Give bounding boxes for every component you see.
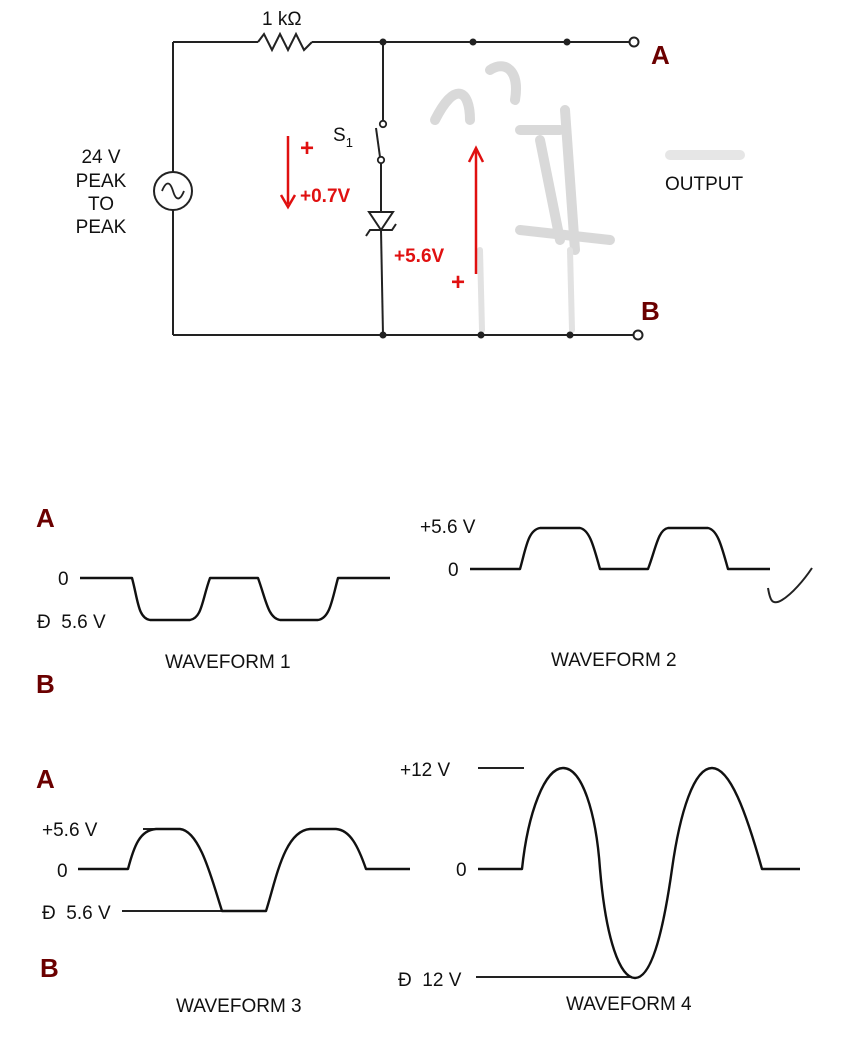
plus-left: + — [300, 135, 314, 162]
zener-diode-icon — [367, 211, 395, 232]
junction-dot — [469, 38, 477, 46]
junction-dot — [477, 331, 485, 339]
drop-zener-label: +5.6V — [394, 246, 445, 267]
output-label: OUTPUT — [665, 174, 744, 195]
level-negative: Đ 5.6 V — [37, 612, 106, 633]
switch-blade — [375, 127, 381, 158]
drop-small-label: +0.7V — [300, 186, 351, 207]
waveform-caption: WAVEFORM 1 — [165, 652, 291, 673]
level-negative: Đ 12 V — [398, 970, 462, 991]
waveform-2-trace — [470, 526, 770, 571]
waveform-1: A B 0 Đ 5.6 V WAVEFORM 1 — [36, 503, 390, 699]
junction-dot — [379, 331, 387, 339]
source-label-line: PEAK — [76, 171, 127, 192]
switch-contact-bottom — [376, 155, 386, 165]
junction-dot — [566, 331, 574, 339]
source-label: 24 V PEAK TO PEAK — [76, 147, 127, 238]
plus-right: + — [451, 269, 465, 296]
source-label-line: TO — [88, 194, 114, 215]
waveform-4-trace — [478, 766, 800, 980]
level-positive: +5.6 V — [42, 820, 98, 841]
waveform-caption: WAVEFORM 4 — [566, 994, 692, 1015]
letter-a: A — [36, 764, 55, 794]
terminal-b-label: B — [641, 296, 660, 326]
level-zero: 0 — [456, 860, 467, 881]
level-positive: +12 V — [400, 760, 451, 781]
level-zero: 0 — [57, 861, 68, 882]
terminal-a-label: A — [651, 40, 670, 70]
switch-contact-top — [378, 119, 388, 129]
level-negative: Đ 5.6 V — [42, 903, 111, 924]
resistor-label: 1 kΩ — [262, 9, 302, 30]
source-label-line: 24 V — [81, 147, 120, 168]
terminal-a-icon — [628, 36, 640, 48]
letter-b: B — [36, 669, 55, 699]
level-positive: +5.6 V — [420, 517, 476, 538]
level-zero: 0 — [448, 560, 459, 581]
switch-label: S1 — [333, 125, 353, 150]
terminal-b-icon — [632, 329, 644, 341]
red-annotations: + +0.7V +5.6V + — [279, 135, 485, 296]
up-arrow-icon — [467, 145, 485, 163]
switch-label-main: S — [333, 125, 346, 146]
source-label-line: PEAK — [76, 217, 127, 238]
letter-b: B — [40, 953, 59, 983]
junction-dot — [563, 38, 571, 46]
waveform-3: A B +5.6 V 0 Đ 5.6 V WAVEFORM 3 — [36, 764, 410, 1017]
waveform-1-trace — [80, 576, 390, 622]
down-arrow-icon — [279, 194, 297, 210]
branch-wire-bottom — [380, 229, 384, 336]
sine-symbol-icon — [161, 182, 185, 200]
switch-label-sub: 1 — [346, 135, 353, 150]
level-zero: 0 — [58, 569, 69, 590]
waveform-caption: WAVEFORM 2 — [551, 650, 677, 671]
waveform-3-trace — [78, 827, 410, 913]
waveform-4: +12 V 0 Đ 12 V WAVEFORM 4 — [398, 760, 800, 1015]
waveform-caption: WAVEFORM 3 — [176, 996, 302, 1017]
letter-a: A — [36, 503, 55, 533]
circuit: 1 kΩ 24 V PEAK TO PEAK S1 OUTPUT A B + +… — [76, 9, 744, 341]
scan-ghost-marks — [430, 61, 745, 333]
pen-tick-mark — [767, 567, 813, 604]
junction-dot — [379, 38, 387, 46]
resistor — [257, 31, 313, 53]
waveform-2: +5.6 V 0 WAVEFORM 2 — [420, 517, 813, 671]
